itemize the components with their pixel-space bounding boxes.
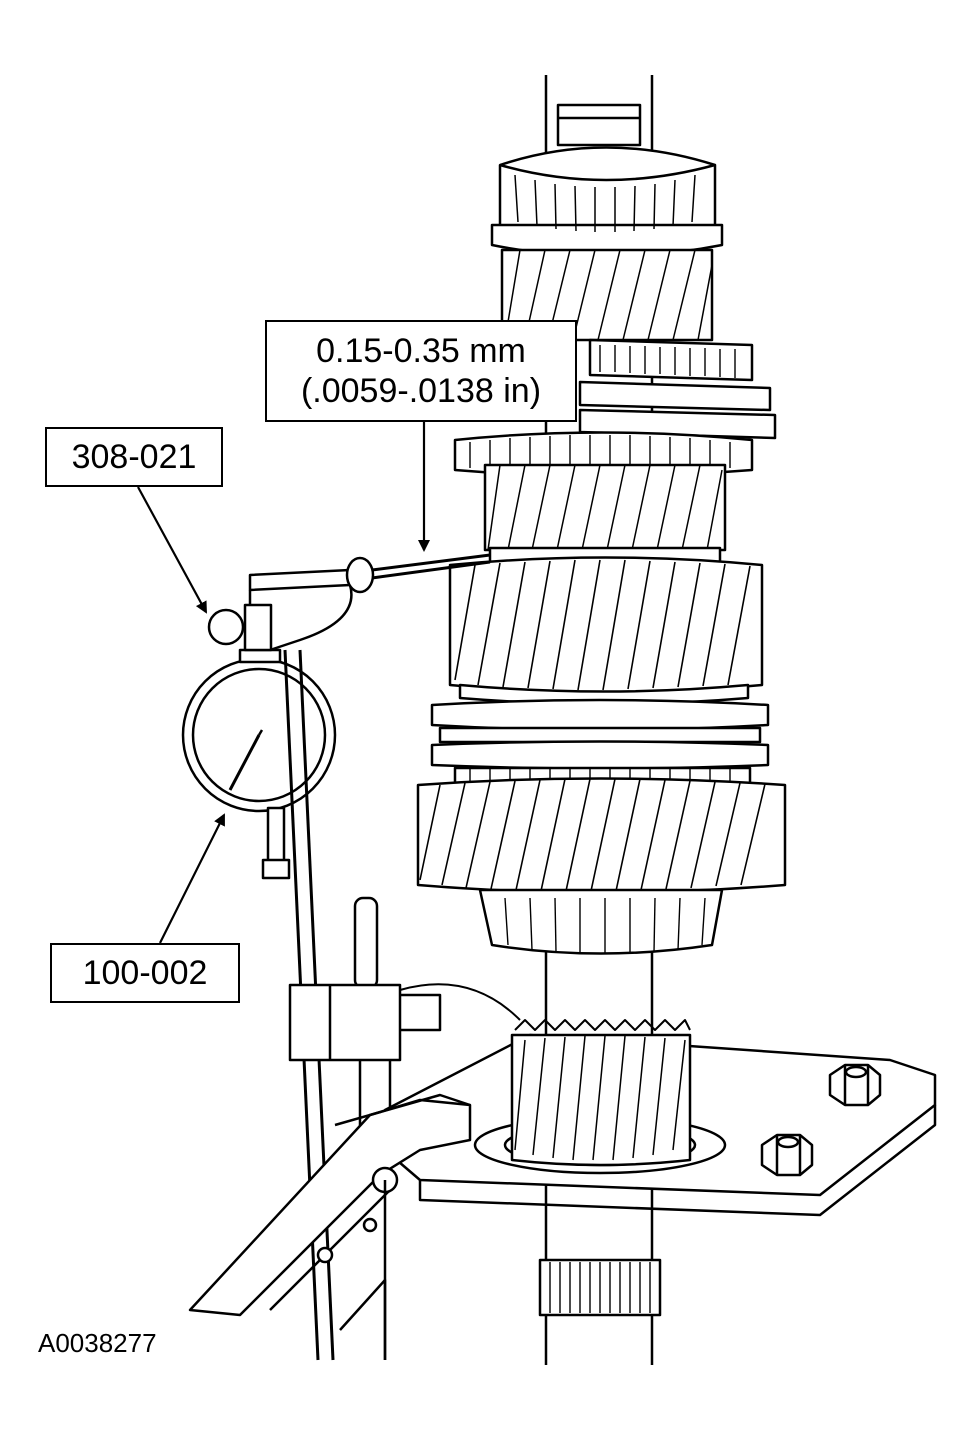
leader-arrows	[137, 422, 430, 944]
top-collar	[556, 103, 642, 147]
clearance-callout: 0.15-0.35 mm (.0059-.0138 in)	[265, 320, 577, 422]
hex-nut-right	[828, 1063, 882, 1107]
tool-100-label: 100-002	[82, 954, 208, 992]
tool-308-callout: 308-021	[45, 427, 223, 487]
hex-nut-left	[760, 1133, 814, 1177]
middle-synchronizer	[430, 698, 770, 787]
tool-308-arrow	[137, 486, 207, 614]
clamp-arm	[188, 1093, 472, 1360]
dial-indicator	[181, 648, 337, 880]
indicator-arm	[207, 553, 491, 652]
tool-100-arrow	[159, 813, 225, 944]
bottom-knurl	[538, 1258, 662, 1317]
measured-gear	[448, 556, 764, 706]
lower-gear	[416, 777, 787, 894]
tool-100-callout: 100-002	[50, 943, 240, 1003]
clearance-metric: 0.15-0.35 mm	[316, 332, 526, 370]
top-bearing	[490, 146, 724, 258]
tool-308-label: 308-021	[71, 438, 197, 476]
lower-bearing	[478, 888, 724, 955]
clearance-imperial: (.0059-.0138 in)	[300, 372, 542, 410]
lower-pinion	[510, 1019, 692, 1167]
mid-upper-gear	[483, 463, 727, 564]
figure-id: A0038277	[38, 1328, 157, 1358]
